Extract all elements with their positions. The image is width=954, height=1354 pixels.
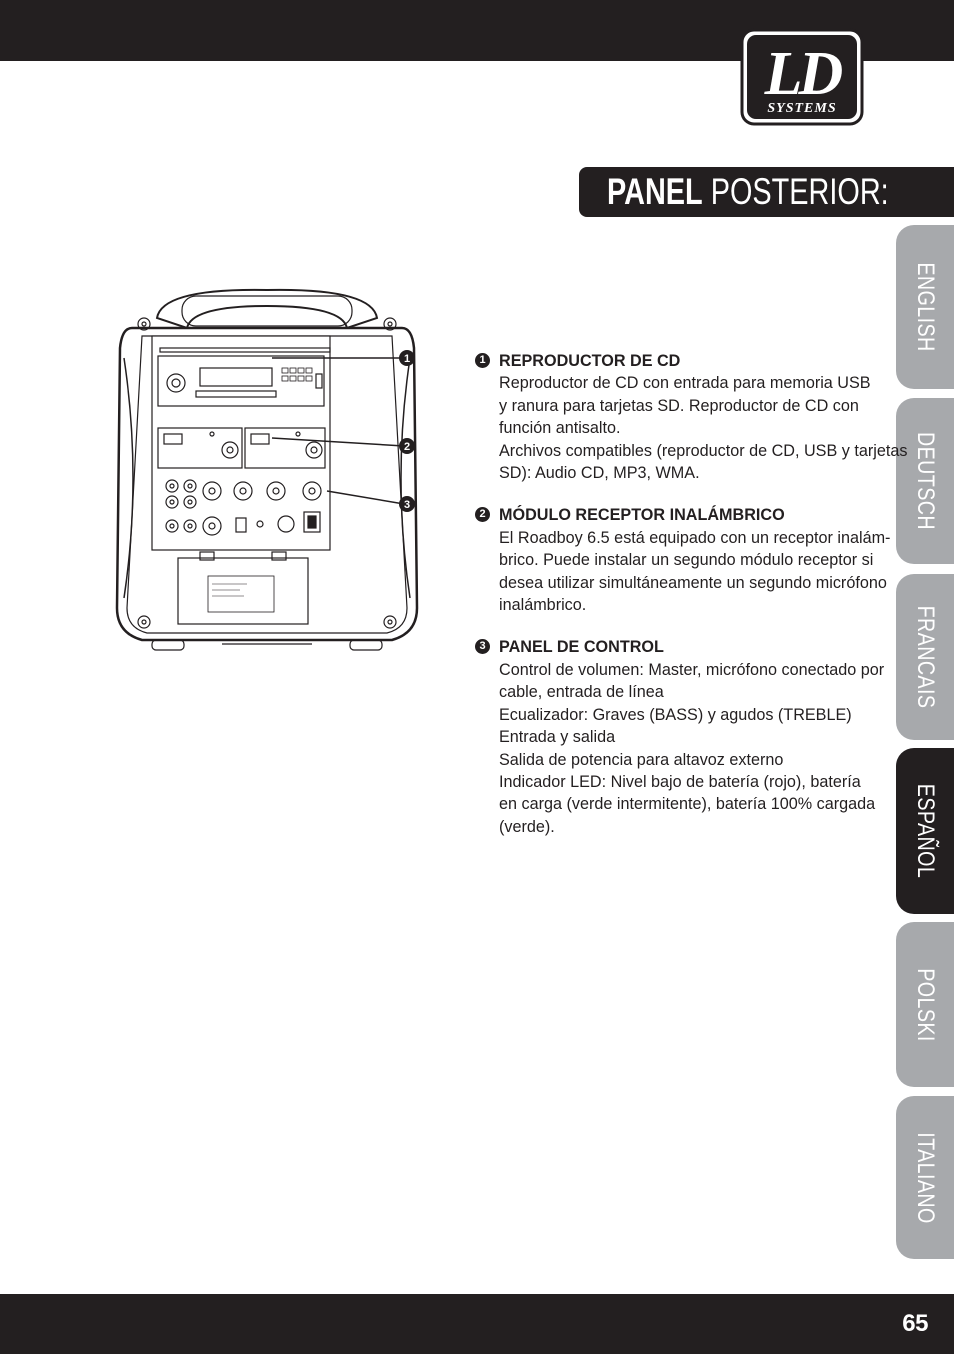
item-line: Salida de potencia para altavoz externo xyxy=(499,750,784,769)
item-number: 1 xyxy=(475,353,490,368)
tab-espanol-label: ESPAÑOL xyxy=(912,783,939,879)
ld-systems-logo: LD SYSTEMS xyxy=(740,28,864,126)
item-cd-player: 1 REPRODUCTOR DE CD Reproductor de CD co… xyxy=(475,350,908,484)
tab-polski-label: POLSKI xyxy=(912,967,939,1042)
tab-italiano[interactable]: ITALIANO xyxy=(896,1096,954,1259)
item-number: 3 xyxy=(475,639,490,655)
page-number: 65 xyxy=(902,1310,928,1337)
tab-english-label: ENGLISH xyxy=(912,262,939,352)
item-number: 2 xyxy=(475,507,490,523)
item-line: SD): Audio CD, MP3, WMA. xyxy=(499,464,700,483)
item-line: Ecualizador: Graves (BASS) y agudos (TRE… xyxy=(499,705,852,724)
section-title: PANEL POSTERIOR: xyxy=(607,171,889,213)
item-line: El Roadboy 6.5 está equipado con un rece… xyxy=(499,528,891,547)
speaker-rear-panel-diagram: 1 2 3 xyxy=(115,288,419,651)
item-title: PANEL DE CONTROL xyxy=(499,638,664,657)
item-line: Indicador LED: Nivel bajo de batería (ro… xyxy=(499,772,861,791)
item-line: Reproductor de CD con entrada para memor… xyxy=(499,374,871,393)
bottom-bar xyxy=(0,1294,954,1354)
item-title: REPRODUCTOR DE CD xyxy=(499,352,681,370)
item-line: inalámbrico. xyxy=(499,596,587,615)
callout-2: 2 xyxy=(404,441,410,453)
title-light: POSTERIOR: xyxy=(710,171,889,212)
item-line: Control de volumen: Master, micrófono co… xyxy=(499,660,885,679)
tab-espanol[interactable]: ESPAÑOL xyxy=(896,748,954,914)
item-line: Archivos compatibles (reproductor de CD,… xyxy=(499,441,908,460)
item-title: MÓDULO RECEPTOR INALÁMBRICO xyxy=(499,506,785,525)
item-line: y ranura para tarjetas SD. Reproductor d… xyxy=(499,396,859,415)
callout-1: 1 xyxy=(404,353,410,365)
item-descriptions: 1 REPRODUCTOR DE CD Reproductor de CD co… xyxy=(475,350,908,838)
tab-deutsch[interactable]: DEUTSCH xyxy=(896,398,954,564)
logo-main-text: LD xyxy=(764,40,843,108)
item-wireless-receiver: 2 MÓDULO RECEPTOR INALÁMBRICO El Roadboy… xyxy=(475,504,891,616)
item-line: función antisalto. xyxy=(499,419,621,438)
item-line: (verde). xyxy=(499,817,555,836)
tab-deutsch-label: DEUTSCH xyxy=(912,431,939,531)
callout-3: 3 xyxy=(404,499,410,511)
title-bold: PANEL xyxy=(607,171,703,212)
tab-english[interactable]: ENGLISH xyxy=(896,225,954,389)
logo-sub-text: SYSTEMS xyxy=(767,101,836,116)
section-title-bar: PANEL POSTERIOR: xyxy=(579,167,954,217)
tab-francais-label: FRANCAIS xyxy=(912,605,939,709)
tab-polski[interactable]: POLSKI xyxy=(896,922,954,1087)
tab-italiano-label: ITALIANO xyxy=(912,1131,939,1224)
item-line: cable, entrada de línea xyxy=(499,683,664,702)
item-line: Entrada y salida xyxy=(499,728,616,747)
item-control-panel: 3 PANEL DE CONTROL Control de volumen: M… xyxy=(475,636,885,838)
tab-francais[interactable]: FRANCAIS xyxy=(896,574,954,740)
item-line: en carga (verde intermitente), batería 1… xyxy=(499,795,876,814)
item-line: desea utilizar simultáneamente un segund… xyxy=(499,573,887,592)
item-line: brico. Puede instalar un segundo módulo … xyxy=(499,551,874,570)
